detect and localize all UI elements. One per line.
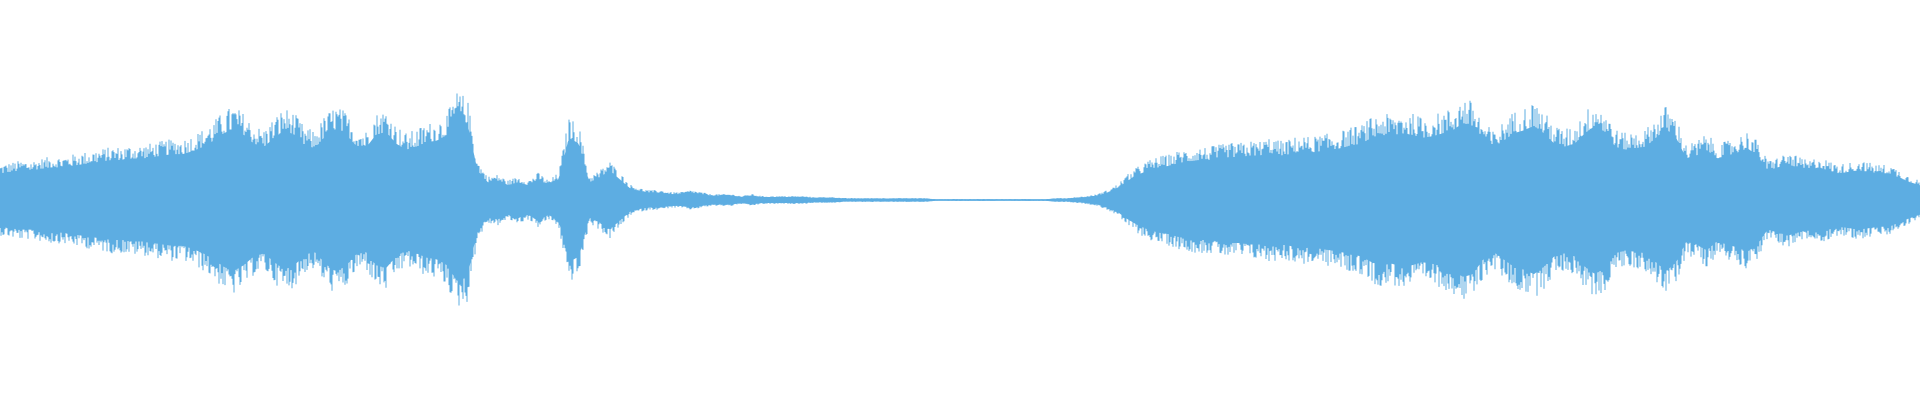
waveform-samples — [0, 93, 1920, 306]
